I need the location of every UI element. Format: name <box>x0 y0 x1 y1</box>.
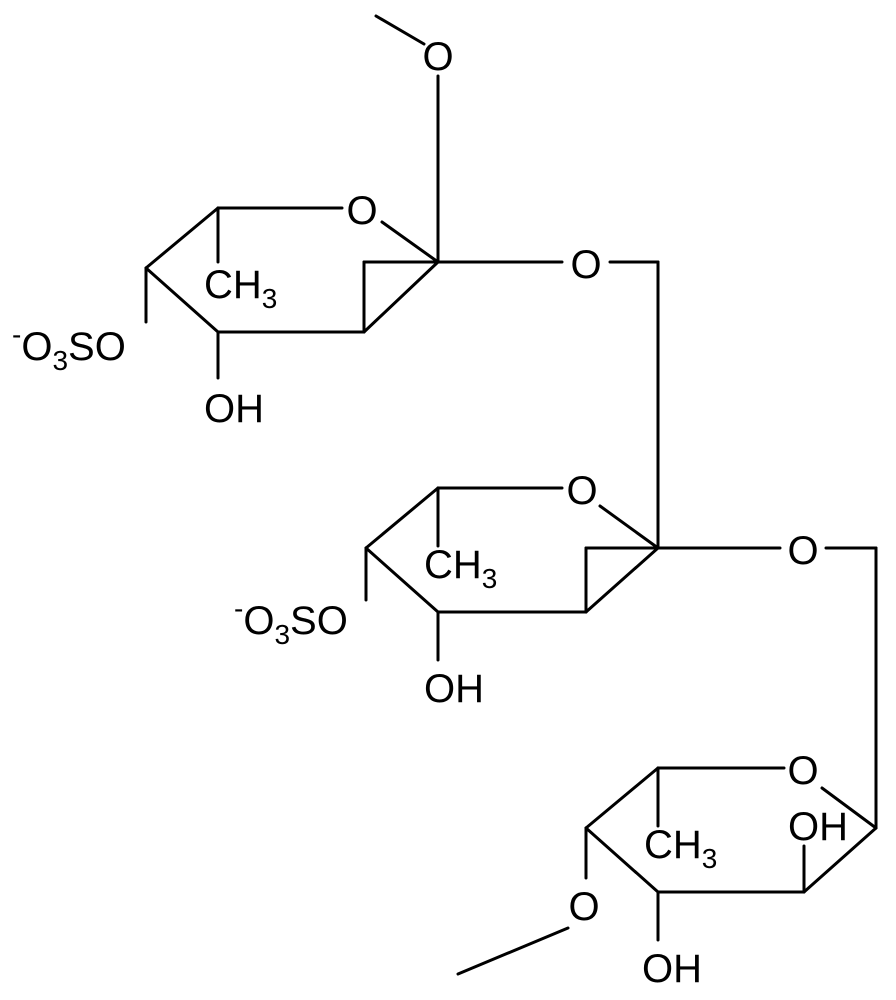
glycosidic-oxygen-2: O <box>787 529 818 573</box>
ring-2-sulfate: -O3SO <box>234 593 348 650</box>
ring-2-bonds <box>364 486 878 830</box>
ring-1-methyl: CH3 <box>204 263 277 314</box>
ring-3-hydroxyl-a: OH <box>788 805 848 849</box>
methoxy-oxygen-bottom: O <box>568 885 599 929</box>
ring-1-oxygen: O <box>346 189 377 233</box>
glycosidic-oxygen-1: O <box>570 243 601 287</box>
ring-2-methyl: CH3 <box>424 543 497 594</box>
ring-3-methyl: CH3 <box>644 823 717 874</box>
methoxy-oxygen-top: O <box>422 35 453 79</box>
ring-3-bonds <box>456 766 878 976</box>
ring-3-oxygen: O <box>787 749 818 793</box>
ring-1-bonds <box>144 14 660 550</box>
ring-2-oxygen: O <box>566 469 597 513</box>
ring-1-hydroxyl: OH <box>204 387 264 431</box>
ring-3-hydroxyl-b: OH <box>642 947 702 991</box>
ring-1-sulfate: -O3SO <box>12 319 126 376</box>
ring-2-hydroxyl: OH <box>424 667 484 711</box>
